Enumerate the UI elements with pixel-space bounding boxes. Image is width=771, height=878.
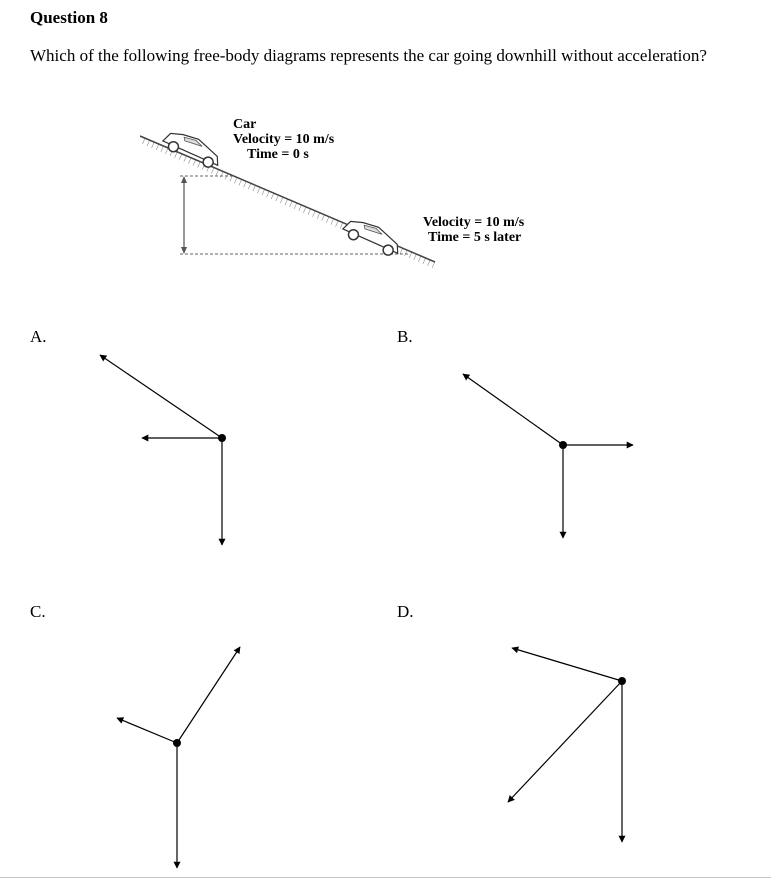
force-arrow-c-left [116, 717, 178, 744]
car-top-icon [161, 132, 219, 168]
hill-diagram [140, 132, 436, 269]
start-velocity-label: Velocity = 10 m/s [233, 132, 335, 147]
force-arrow-a-up-left [99, 354, 223, 439]
force-arrow-d-up-left [511, 646, 623, 682]
force-arrow-d-down-left [507, 680, 623, 803]
end-velocity-label: Velocity = 10 m/s [423, 215, 525, 230]
start-time-label: Time = 0 s [247, 147, 309, 162]
point-a [218, 434, 226, 442]
option-b-label: B. [397, 327, 413, 346]
option-a-label: A. [30, 327, 47, 346]
car-label: Car [233, 117, 257, 132]
option-d-label: D. [397, 602, 414, 621]
diagram-option-b [462, 373, 634, 539]
point-b [559, 441, 567, 449]
diagram-option-c [116, 646, 241, 869]
question-text: Which of the following free-body diagram… [30, 46, 707, 65]
car-bottom-icon [341, 220, 399, 256]
force-arrow-c-up-right [176, 646, 241, 744]
diagram-option-d [507, 646, 626, 843]
point-d [618, 677, 626, 685]
question-title: Question 8 [30, 8, 108, 27]
force-arrow-b-up-left [462, 373, 564, 446]
diagram-option-a [99, 354, 226, 546]
option-c-label: C. [30, 602, 46, 621]
end-time-label: Time = 5 s later [428, 230, 522, 245]
point-c [173, 739, 181, 747]
